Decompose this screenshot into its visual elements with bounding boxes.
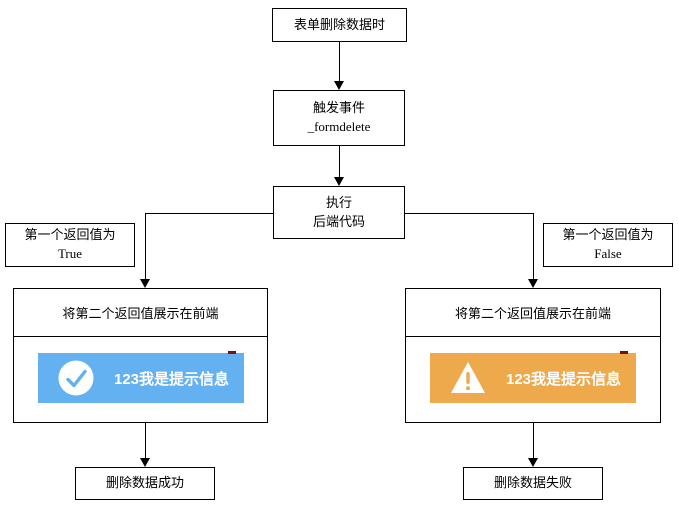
node-label-line2: _formdelete [307, 119, 371, 134]
arrowhead-icon [334, 177, 344, 186]
connector-line [339, 146, 340, 178]
warning-triangle-icon [451, 362, 485, 393]
connector-line [533, 423, 534, 459]
toast-message: 123我是提示信息 [114, 370, 230, 388]
node-label-line2: 后端代码 [312, 213, 365, 229]
node-execute-backend: 执行 后端代码 [273, 186, 405, 239]
connector-line [405, 213, 533, 214]
branch-label-line1: 第一个返回值为 [562, 227, 654, 243]
connector-line [145, 213, 273, 214]
node-label: 删除数据成功 [105, 475, 184, 491]
result-title: 将第二个返回值展示在前端 [14, 289, 267, 337]
branch-label-line2: True [57, 246, 83, 261]
result-title-text: 将第二个返回值展示在前端 [454, 306, 611, 321]
node-trigger-event: 触发事件 _formdelete [273, 90, 405, 146]
connector-line [339, 42, 340, 82]
result-title: 将第二个返回值展示在前端 [406, 289, 660, 337]
node-label-line1: 触发事件 [312, 100, 365, 116]
toast-success: 123我是提示信息 [38, 351, 244, 403]
node-label: 表单删除数据时 [293, 16, 385, 32]
toast-message: 123我是提示信息 [506, 370, 622, 388]
label-branch-true: 第一个返回值为 True [5, 223, 135, 267]
node-label: 删除数据失败 [493, 475, 572, 491]
arrowhead-icon [140, 458, 150, 467]
branch-label-line1: 第一个返回值为 [24, 227, 116, 243]
label-branch-false: 第一个返回值为 False [543, 223, 673, 267]
toast-corner-artifact [228, 351, 236, 354]
node-form-delete-start: 表单删除数据时 [272, 8, 407, 42]
check-circle-icon [58, 360, 94, 396]
node-label-line1: 执行 [325, 194, 352, 210]
toast-warning: 123我是提示信息 [430, 351, 636, 403]
toast-corner-artifact [620, 351, 628, 354]
node-result-success: 将第二个返回值展示在前端 123我是提示信息 [13, 288, 268, 423]
arrowhead-icon [528, 279, 538, 288]
connector-line [145, 213, 146, 280]
arrowhead-icon [528, 458, 538, 467]
node-end-failure: 删除数据失败 [463, 467, 603, 500]
arrowhead-icon [140, 279, 150, 288]
result-title-text: 将第二个返回值展示在前端 [62, 306, 219, 321]
arrowhead-icon [334, 81, 344, 90]
connector-line [145, 423, 146, 459]
branch-label-line2: False [594, 246, 622, 261]
node-end-success: 删除数据成功 [75, 467, 215, 500]
connector-line [533, 213, 534, 280]
node-result-failure: 将第二个返回值展示在前端 123我是提示信息 [405, 288, 661, 423]
